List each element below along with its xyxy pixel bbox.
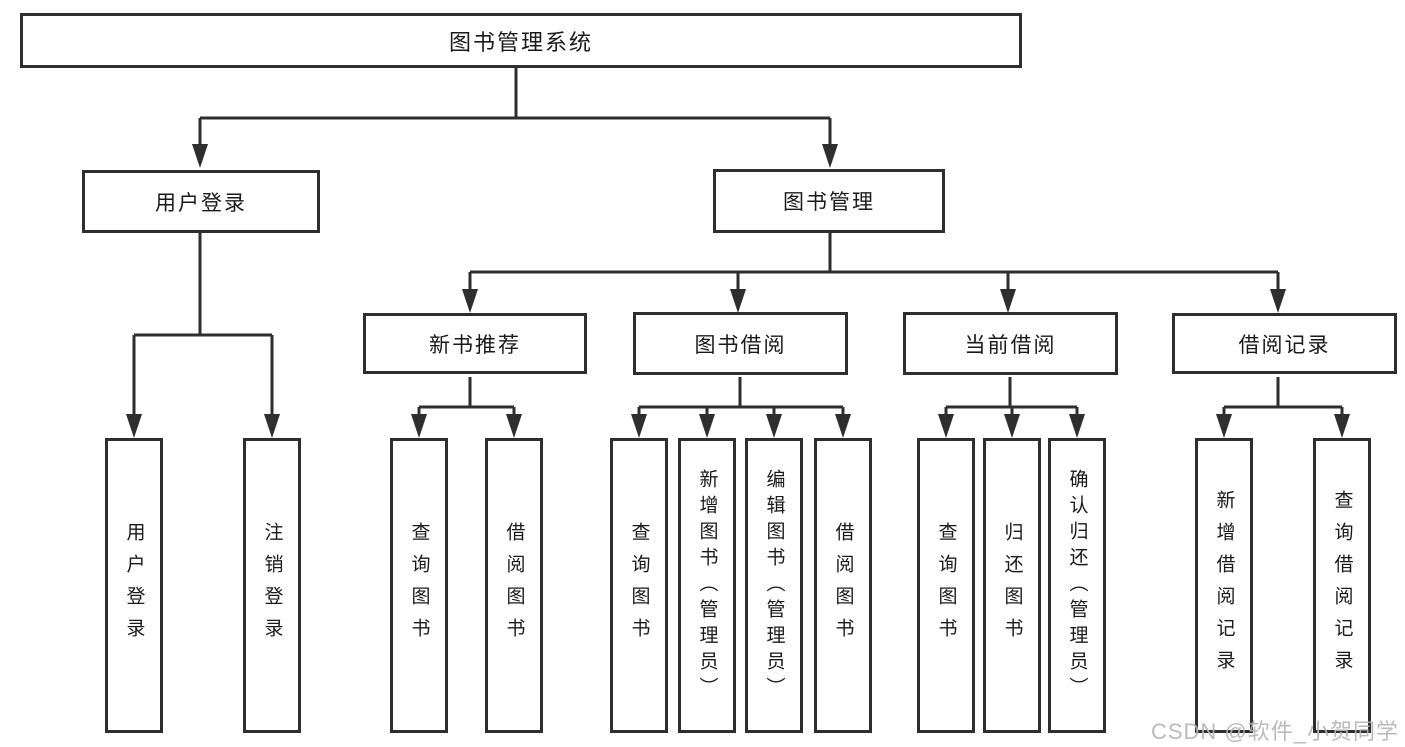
- leaf-borrow-books: 借阅图书: [814, 438, 872, 733]
- leaf-add-book-admin: 新增图书（管理员）: [678, 438, 736, 733]
- leaf-query-books-recommend: 查询图书: [390, 438, 448, 733]
- leaf-confirm-return-admin: 确认归还（管理员）: [1048, 438, 1106, 733]
- leaf-borrow-books-recommend: 借阅图书: [485, 438, 543, 733]
- node-book-borrow: 图书借阅: [633, 312, 848, 375]
- leaf-query-books-borrow: 查询图书: [610, 438, 668, 733]
- node-book-management: 图书管理: [713, 169, 945, 233]
- node-root-library-system: 图书管理系统: [20, 13, 1022, 68]
- leaf-logout: 注销登录: [243, 438, 301, 733]
- tree-edges: [132, 68, 1344, 419]
- node-user-login: 用户登录: [82, 170, 320, 233]
- arrowhead-icons: [126, 144, 1350, 438]
- node-new-book-recommend: 新书推荐: [363, 313, 587, 374]
- leaf-query-books-current: 查询图书: [917, 438, 975, 733]
- leaf-add-borrow-record: 新增借阅记录: [1195, 438, 1253, 733]
- leaf-edit-book-admin: 编辑图书（管理员）: [745, 438, 803, 733]
- leaf-return-book: 归还图书: [983, 438, 1041, 733]
- csdn-watermark: CSDN @软件_小贺同学: [1150, 719, 1399, 744]
- node-current-borrow: 当前借阅: [903, 312, 1118, 375]
- node-borrow-records: 借阅记录: [1172, 313, 1397, 374]
- leaf-query-borrow-record: 查询借阅记录: [1313, 438, 1371, 733]
- leaf-user-login: 用户登录: [105, 438, 163, 733]
